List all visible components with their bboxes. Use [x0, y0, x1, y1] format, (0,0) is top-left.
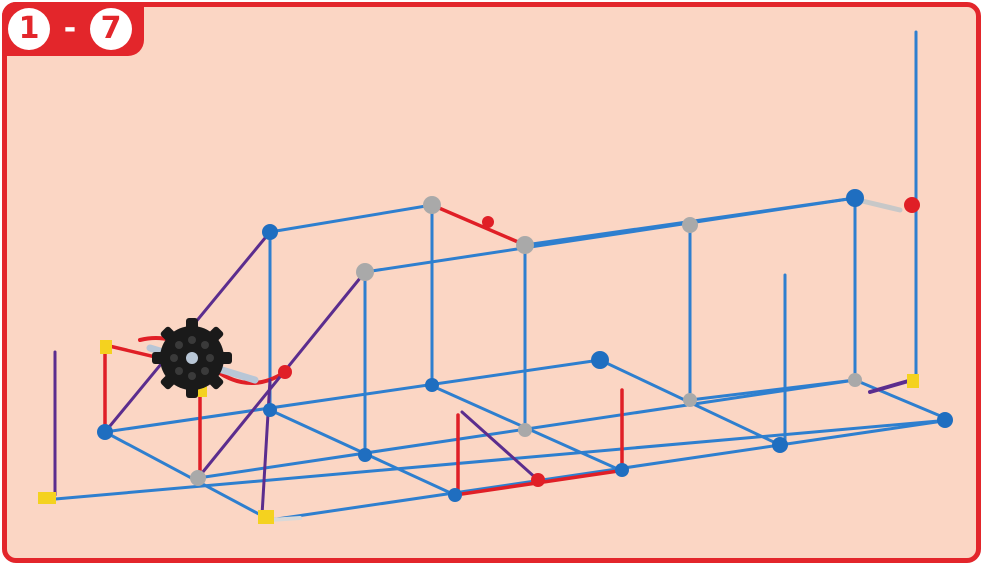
connector-hub-icon	[907, 374, 919, 388]
base-rod	[103, 358, 602, 434]
connector-hub-icon	[516, 236, 534, 254]
connector-hub-icon	[615, 463, 629, 477]
grey-rod	[268, 516, 302, 522]
connector-hub-icon	[448, 488, 462, 502]
step-start-number: 1	[8, 8, 50, 50]
connector-hub-icon	[358, 448, 372, 462]
connector-hub-icon	[262, 224, 278, 240]
top-rod	[268, 203, 434, 234]
connector-hub-icon	[904, 197, 920, 213]
red-rod	[430, 203, 527, 247]
connector-hub-icon	[482, 216, 494, 228]
connector-hub-icon	[97, 424, 113, 440]
purple-rod	[868, 378, 914, 394]
connector-hub-icon	[846, 189, 864, 207]
connector-hub-icon	[423, 196, 441, 214]
connector-hub-icon	[531, 473, 545, 487]
connector-hub-icon	[356, 263, 374, 281]
step-badge: 1 - 7	[2, 2, 144, 56]
grey-rod	[855, 197, 903, 213]
connector-hub-icon	[683, 393, 697, 407]
step-range-separator: -	[63, 11, 77, 46]
gear-icon	[152, 318, 232, 398]
connector-hub-icon	[848, 373, 862, 387]
purple-rod	[260, 378, 272, 517]
connector-hub-icon	[518, 423, 532, 437]
connector-hub-icon	[190, 470, 206, 486]
base-rod	[268, 418, 952, 522]
connector-hub-icon	[772, 437, 788, 453]
purple-rod	[460, 410, 540, 482]
step-end-number: 7	[90, 8, 132, 50]
connector-hub-icon	[258, 510, 274, 524]
connector-hub-icon	[263, 403, 277, 417]
connector-hub-icon	[425, 378, 439, 392]
base-rod	[688, 378, 857, 402]
connector-hub-icon	[682, 217, 698, 233]
connector-hub-icon	[100, 340, 112, 354]
connector-hub-icon	[38, 492, 56, 504]
base-rod	[42, 418, 952, 502]
base-rod	[103, 430, 272, 522]
instruction-frame	[2, 2, 981, 563]
base-rod	[853, 378, 952, 422]
connectors	[38, 189, 953, 524]
connector-hub-icon	[591, 351, 609, 369]
gear-assembly	[146, 318, 259, 398]
connector-hub-icon	[278, 365, 292, 379]
connector-hub-icon	[937, 412, 953, 428]
